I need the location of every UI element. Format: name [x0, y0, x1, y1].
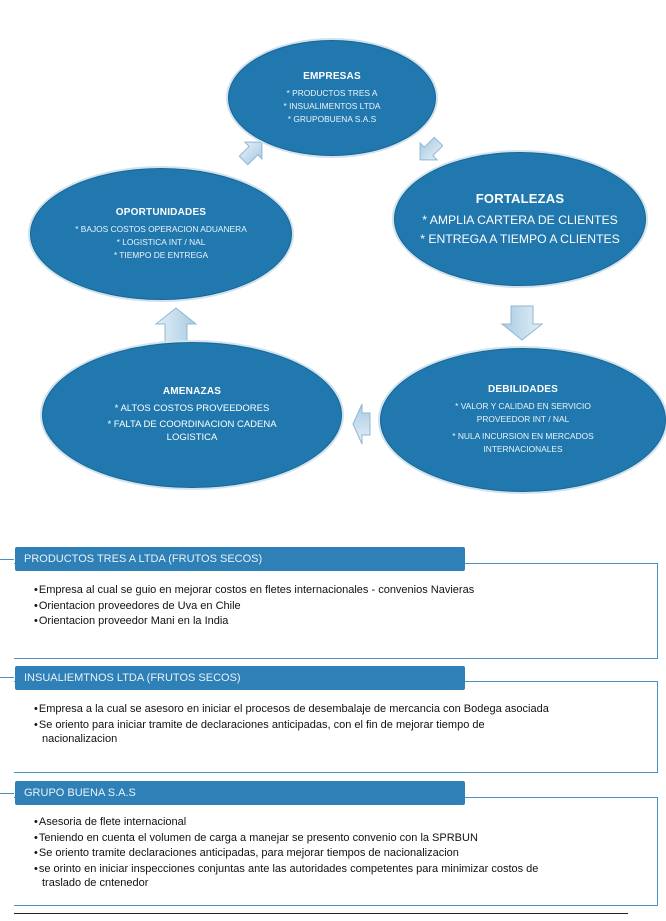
section-header: PRODUCTOS TRES A LTDA (FRUTOS SECOS)	[15, 547, 465, 571]
node-oportunidades-item: * BAJOS COSTOS OPERACION ADUANERA	[75, 223, 247, 234]
node-empresas-item: * INSUALIMENTOS LTDA	[283, 100, 381, 111]
node-fortalezas-item: * AMPLIA CARTERA DE CLIENTES	[422, 213, 618, 227]
arrow-oportunidades-to-empresas	[238, 141, 263, 166]
cycle-arrows	[154, 136, 544, 445]
node-amenazas: AMENAZAS * ALTOS COSTOS PROVEEDORES * FA…	[40, 340, 344, 490]
section-header: INSUALIEMTNOS LTDA (FRUTOS SECOS)	[15, 666, 465, 690]
node-amenazas-item: * ALTOS COSTOS PROVEEDORES	[114, 403, 270, 414]
section-bullets: Asesoria de flete internacional Teniendo…	[32, 815, 552, 892]
node-amenazas-title: AMENAZAS	[162, 386, 222, 397]
section-bullets: Empresa a la cual se asesoro en iniciar …	[32, 702, 552, 748]
node-empresas-item: * PRODUCTOS TRES A	[286, 87, 378, 98]
bullet-item: Se oriento tramite declaraciones anticip…	[32, 846, 552, 861]
arrow-debilidades-to-amenazas	[352, 403, 371, 445]
node-amenazas-item: * FALTA DE COORDINACION CADENA LOGISTICA	[107, 419, 277, 443]
node-debilidades-item: * NULA INCURSION EN MERCADOS INTERNACION…	[452, 431, 594, 454]
bullet-item: Empresa a la cual se asesoro en iniciar …	[32, 702, 552, 717]
bullet-item: Empresa al cual se guio en mejorar costo…	[32, 583, 552, 598]
section-bullets: Empresa al cual se guio en mejorar costo…	[32, 583, 552, 630]
node-debilidades-item: * VALOR Y CALIDAD EN SERVICIO PROVEEDOR …	[455, 401, 591, 424]
node-oportunidades: OPORTUNIDADES * BAJOS COSTOS OPERACION A…	[28, 166, 294, 302]
section-header: GRUPO BUENA S.A.S	[15, 781, 465, 805]
bottom-divider	[14, 913, 628, 914]
node-empresas-title: EMPRESAS	[303, 70, 361, 82]
node-fortalezas-item: * ENTREGA A TIEMPO A CLIENTES	[420, 232, 620, 246]
arrow-amenazas-to-oportunidades	[154, 307, 198, 343]
bullet-item: Orientacion proveedores de Uva en Chile	[32, 599, 552, 614]
bullet-item: se orinto en iniciar inspecciones conjun…	[32, 862, 552, 891]
node-fortalezas-title: FORTALEZAS	[475, 191, 565, 206]
node-debilidades: DEBILIDADES * VALOR Y CALIDAD EN SERVICI…	[378, 346, 666, 494]
bullet-item: Orientacion proveedor Mani en la India	[32, 614, 552, 629]
arrow-fortalezas-to-debilidades	[500, 305, 544, 341]
bullet-item: Asesoria de flete internacional	[32, 815, 552, 830]
arrow-empresas-to-fortalezas	[419, 136, 444, 161]
node-oportunidades-title: OPORTUNIDADES	[115, 206, 207, 218]
node-oportunidades-item: * LOGISTICA INT / NAL	[116, 236, 206, 247]
node-fortalezas: FORTALEZAS * AMPLIA CARTERA DE CLIENTES …	[392, 150, 648, 288]
bullet-item: Teniendo en cuenta el volumen de carga a…	[32, 831, 552, 846]
node-oportunidades-item: * TIEMPO DE ENTREGA	[113, 249, 209, 260]
bullet-item: Se oriento para iniciar tramite de decla…	[32, 718, 552, 747]
node-empresas: EMPRESAS * PRODUCTOS TRES A * INSUALIMEN…	[226, 38, 438, 158]
node-debilidades-title: DEBILIDADES	[488, 384, 558, 395]
node-empresas-item: * GRUPOBUENA S.A.S	[287, 113, 377, 124]
